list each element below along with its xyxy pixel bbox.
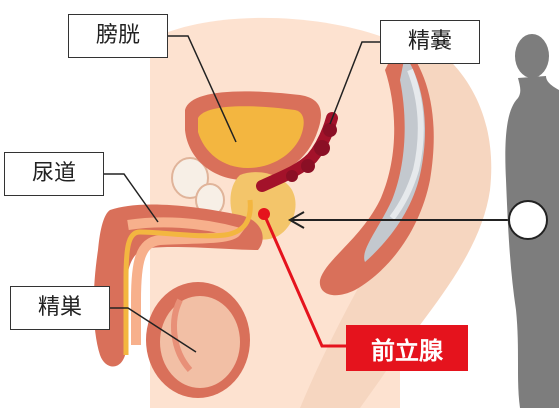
label-testis: 精巣	[10, 286, 110, 330]
zoom-circle-icon	[509, 201, 547, 239]
label-seminal-vesicle: 精嚢	[380, 20, 480, 64]
label-prostate: 前立腺	[346, 325, 468, 371]
label-bladder: 膀胱	[68, 14, 168, 58]
label-urethra: 尿道	[4, 152, 104, 196]
testis	[146, 282, 250, 398]
